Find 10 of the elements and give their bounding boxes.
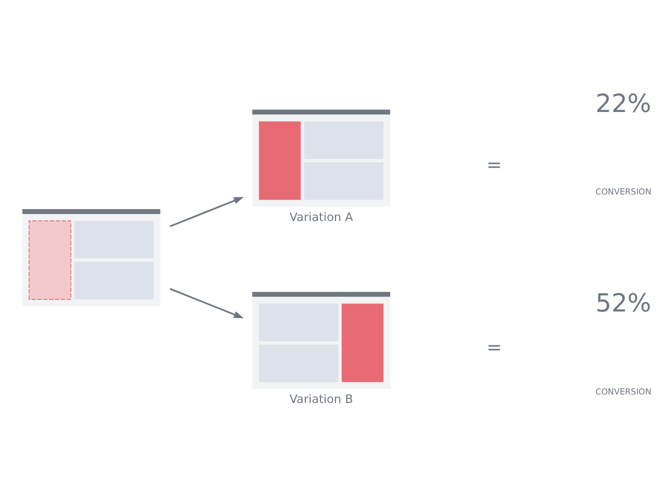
node-label: Variation A bbox=[289, 209, 354, 224]
label: 52% bbox=[596, 288, 652, 318]
label: = bbox=[486, 154, 502, 176]
arrow bbox=[170, 196, 244, 227]
label: CONVERSION bbox=[595, 386, 652, 396]
label: = bbox=[486, 336, 502, 358]
label: 22% bbox=[596, 88, 652, 118]
node-label: Variation B bbox=[289, 392, 354, 406]
arrow bbox=[170, 288, 244, 318]
label: CONVERSION bbox=[595, 186, 652, 196]
